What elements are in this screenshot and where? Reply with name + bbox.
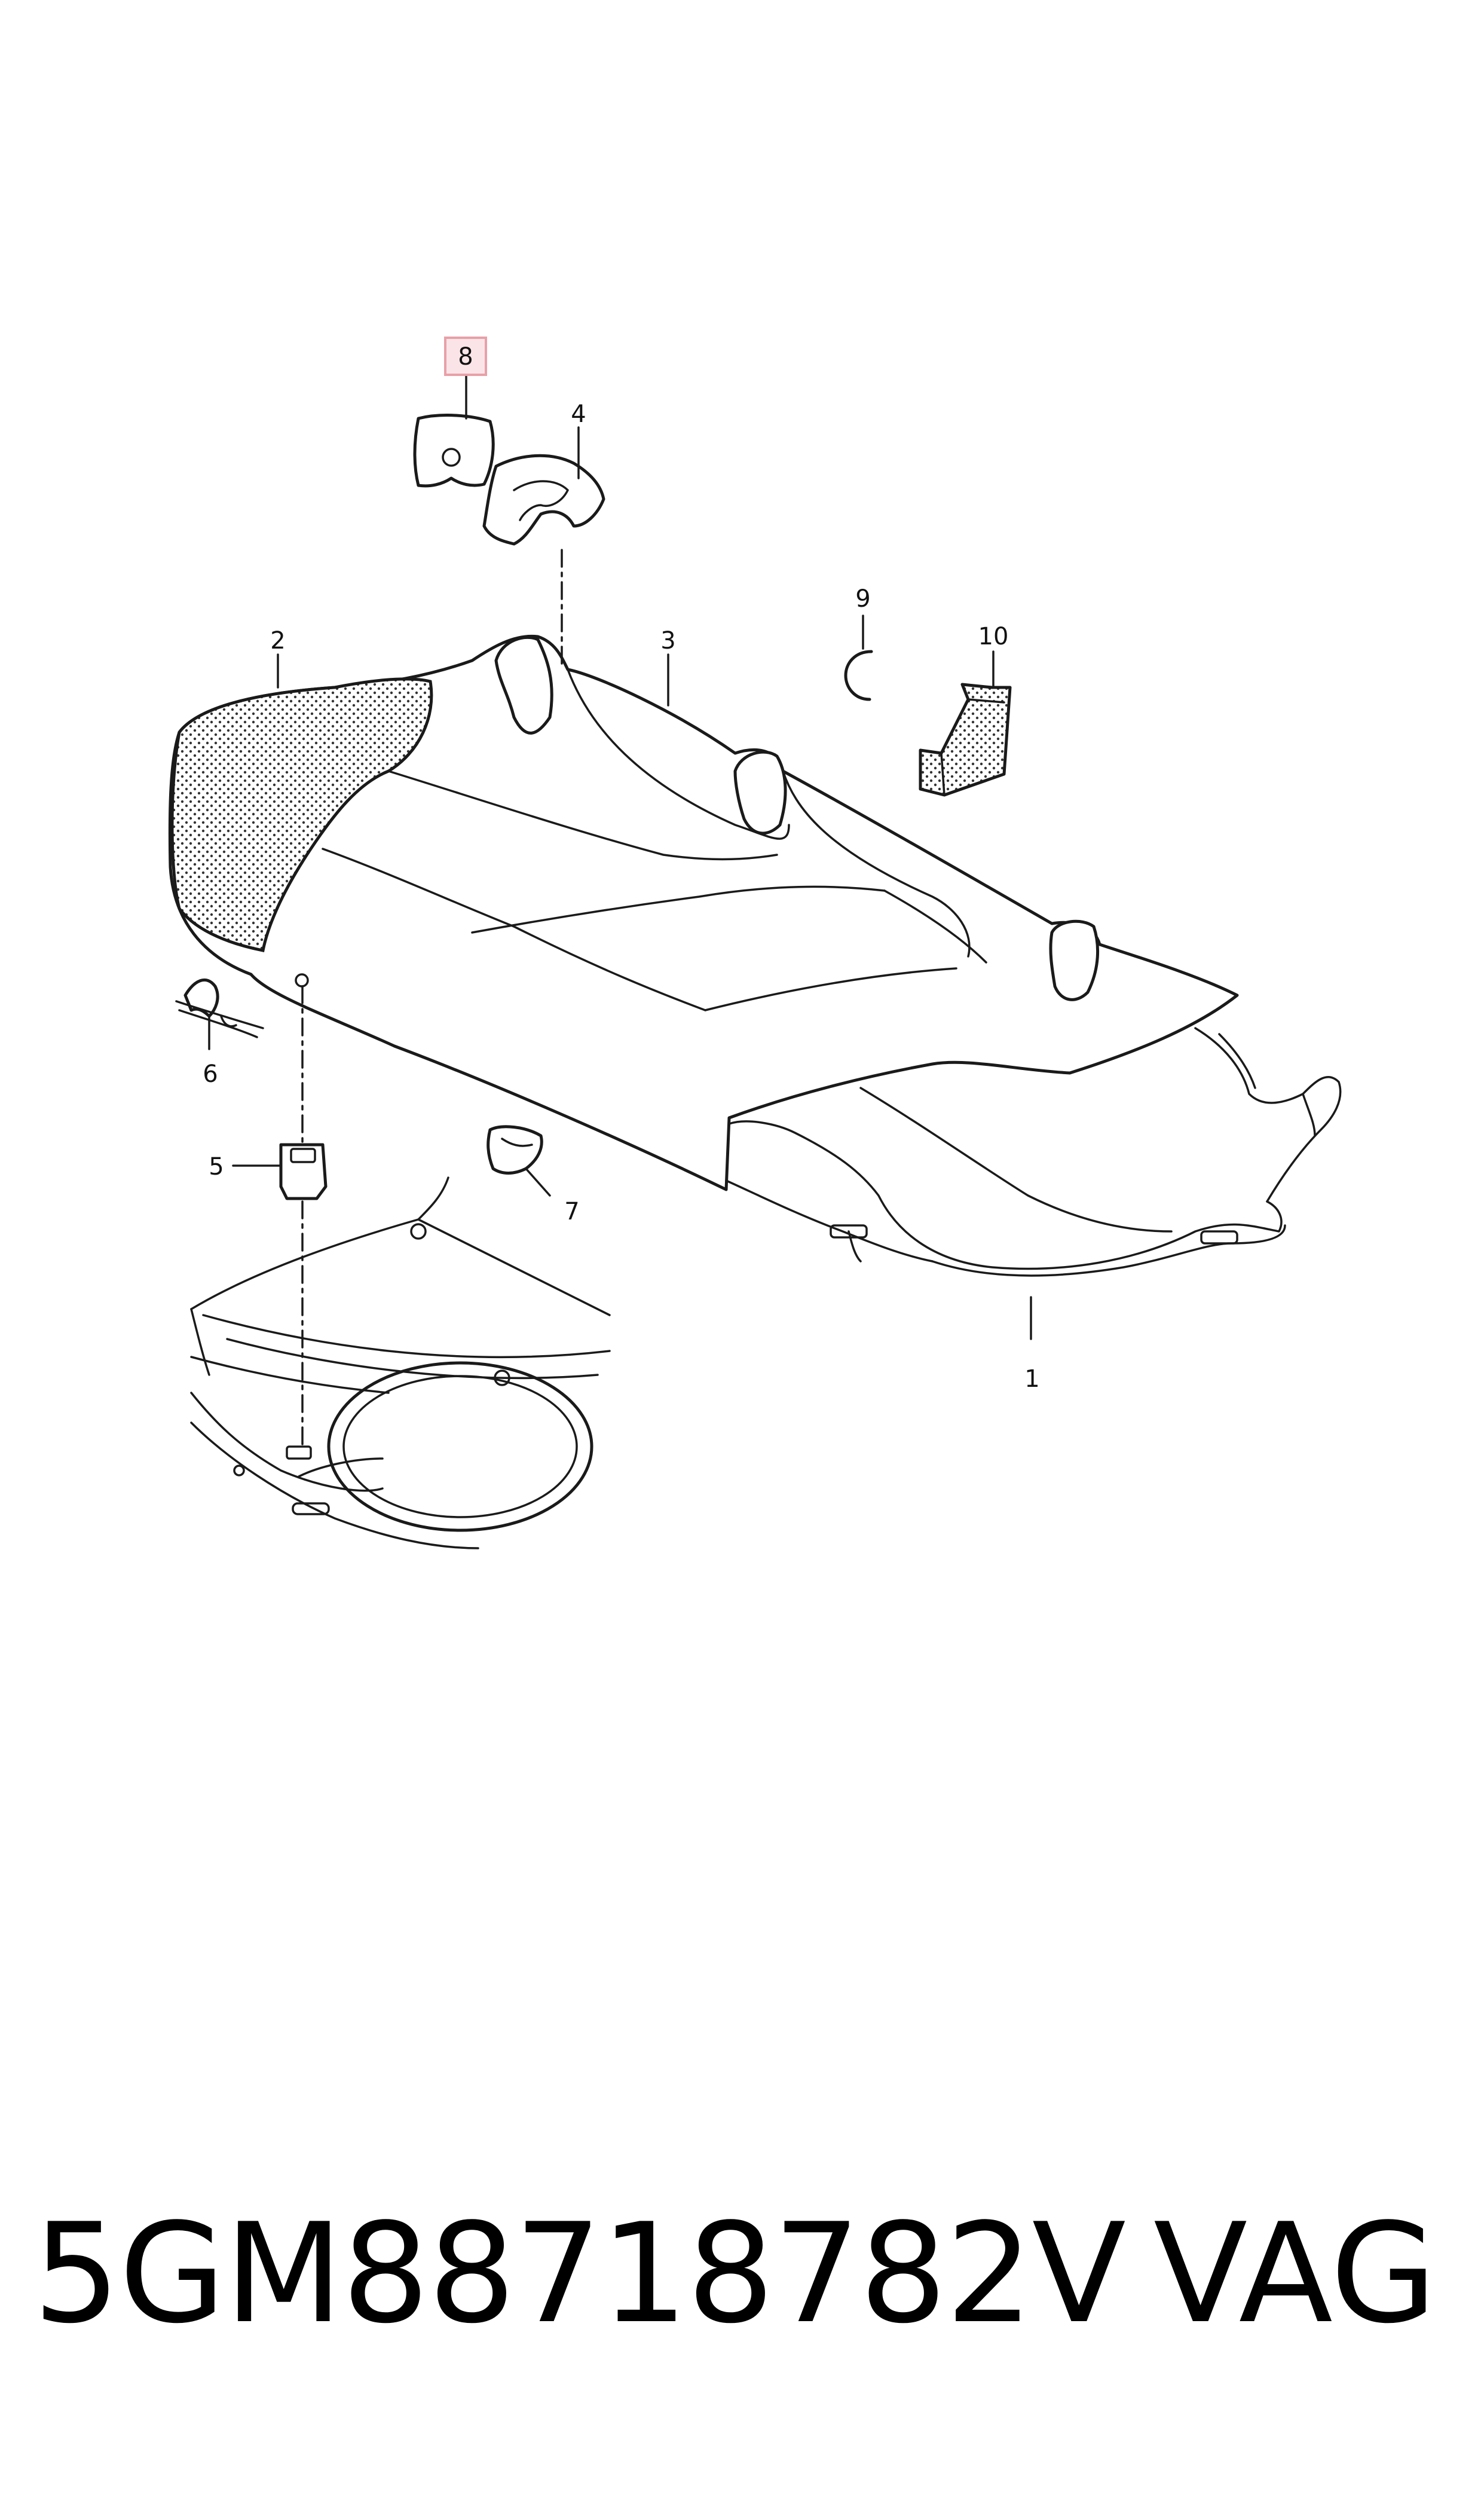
part-8-clip bbox=[413, 414, 495, 488]
seat-cushion bbox=[168, 634, 1239, 1191]
parts-diagram: 8 4 2 3 9 10 6 5 7 1 bbox=[168, 337, 1342, 1549]
part-9-ring bbox=[844, 650, 873, 701]
callout-8: 8 bbox=[458, 343, 473, 371]
part-4-clip bbox=[482, 454, 605, 546]
callout-6: 6 bbox=[203, 1060, 218, 1088]
part-number: 5GM88718782V bbox=[33, 2194, 1126, 2354]
part-6-clip bbox=[175, 978, 264, 1038]
wire-frame bbox=[725, 1027, 1342, 1277]
callout-4: 4 bbox=[571, 401, 586, 428]
callout-3: 3 bbox=[660, 627, 675, 655]
part-10-wedge bbox=[919, 683, 1012, 797]
part-5-grommet bbox=[279, 1143, 328, 1200]
part-7-clip bbox=[486, 1125, 543, 1175]
leader-lines bbox=[208, 372, 1032, 1448]
callout-5: 5 bbox=[209, 1153, 224, 1181]
callout-1: 1 bbox=[1024, 1365, 1039, 1393]
callout-9: 9 bbox=[855, 585, 870, 613]
callouts: 8 4 2 3 9 10 6 5 7 1 bbox=[203, 337, 1040, 1393]
callout-8-highlight bbox=[444, 337, 487, 376]
callout-2: 2 bbox=[270, 627, 285, 655]
callout-10: 10 bbox=[978, 623, 1009, 650]
brand-label: VAG bbox=[1153, 2194, 1437, 2354]
callout-7: 7 bbox=[564, 1198, 579, 1225]
vehicle-floor bbox=[190, 1176, 611, 1549]
